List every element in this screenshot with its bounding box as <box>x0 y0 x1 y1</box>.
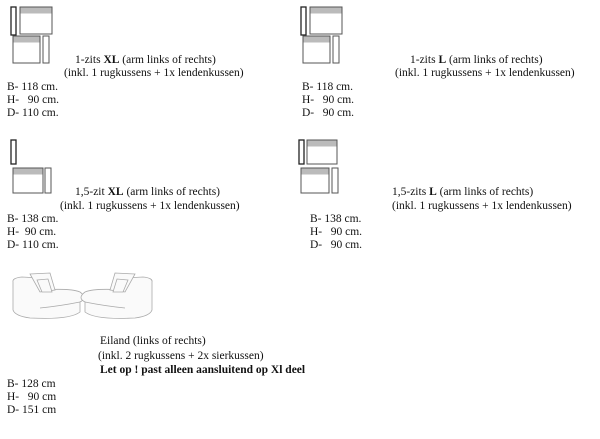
item-note: (inkl. 1 rugkussens + 1x lendenkussen) <box>60 200 240 212</box>
item-title: Eiland (links of rechts) <box>100 335 206 347</box>
dim-depth: D- 110 cm. <box>7 107 59 119</box>
item-title: 1-zits L (arm links of rechts) <box>410 54 543 66</box>
dim-depth: D- 151 cm <box>7 404 57 416</box>
dim-width: B- 128 cm <box>7 378 56 390</box>
dim-depth: D- 110 cm. <box>7 239 59 251</box>
module-diagram-icon <box>10 6 53 64</box>
dim-width: B- 118 cm. <box>302 81 353 93</box>
module-diagram-icon <box>298 139 339 194</box>
dim-height: H- 90 cm. <box>302 94 355 106</box>
item-title: 1,5-zit XL (arm links of rechts) <box>75 186 221 198</box>
item-note: (inkl. 1 rugkussens + 1x lendenkussen) <box>64 67 244 79</box>
item-note: (inkl. 1 rugkussens + 1x lendenkussen) <box>395 67 575 79</box>
dim-width: B- 118 cm. <box>7 81 58 93</box>
item-note: (inkl. 2 rugkussens + 2x sierkussen) <box>98 350 264 362</box>
dim-height: H- 90 cm. <box>7 226 57 238</box>
dim-width: B- 138 cm. <box>310 213 362 225</box>
item-title: 1-zits XL (arm links of rechts) <box>75 54 216 66</box>
module-diagram-icon <box>10 139 52 194</box>
item-title: 1,5-zits L (arm links of rechts) <box>392 186 534 198</box>
dim-height: H- 90 cm. <box>7 94 60 106</box>
dim-height: H- 90 cm. <box>310 226 363 238</box>
fit-warning: Let op ! past alleen aansluitend op Xl d… <box>100 364 306 376</box>
dim-depth: D- 90 cm. <box>310 239 363 251</box>
island-sofa-icon <box>12 272 153 319</box>
item-note: (inkl. 1 rugkussens + 1x lendenkussen) <box>392 200 572 212</box>
module-diagram-icon <box>300 6 343 64</box>
dim-height: H- 90 cm <box>7 391 57 403</box>
dim-depth: D- 90 cm. <box>302 107 355 119</box>
dim-width: B- 138 cm. <box>7 213 59 225</box>
